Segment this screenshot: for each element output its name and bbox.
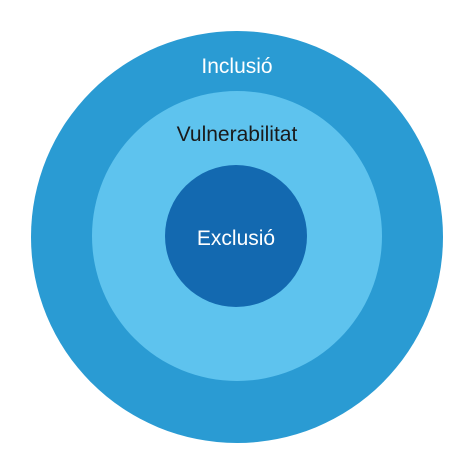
exclusion-label: Exclusió bbox=[197, 227, 275, 250]
vulnerability-label: Vulnerabilitat bbox=[177, 123, 298, 146]
exclusion-core bbox=[165, 165, 307, 307]
inclusion-label: Inclusió bbox=[201, 55, 272, 78]
